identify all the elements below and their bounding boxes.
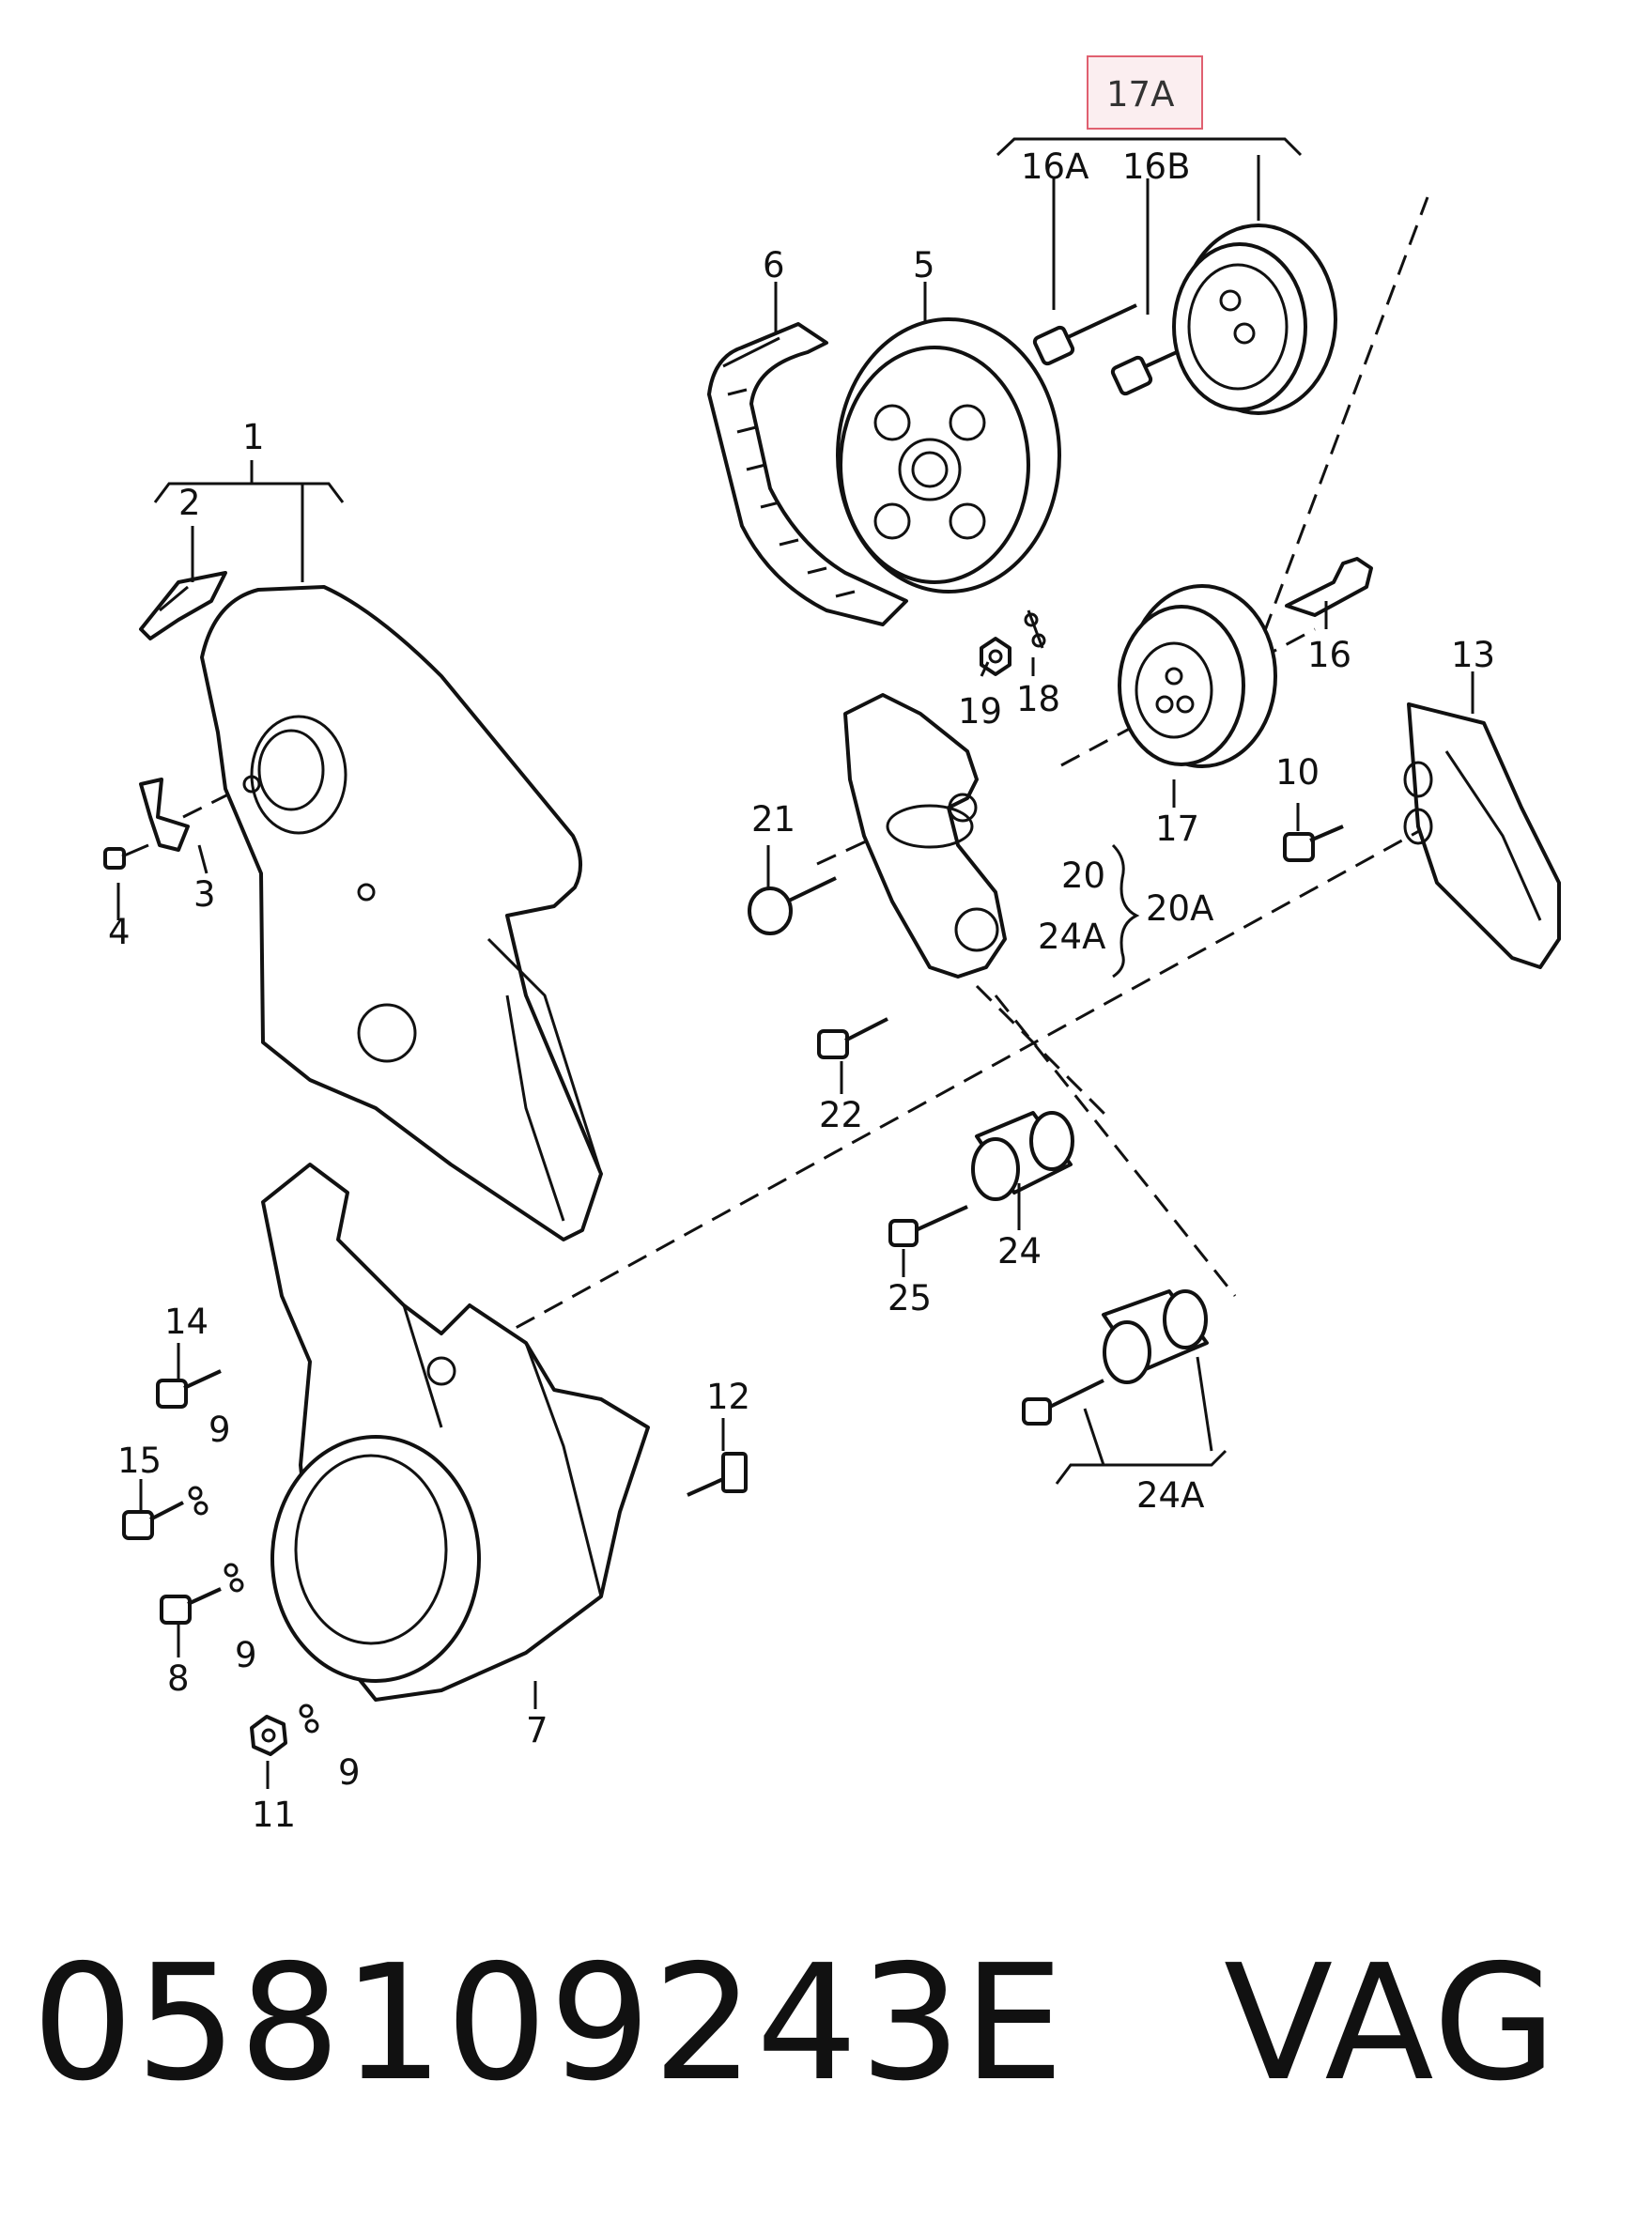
callout-3: 3	[193, 874, 216, 915]
callout-20: 20	[1061, 856, 1105, 896]
callout-6: 6	[763, 245, 785, 285]
callout-1: 1	[242, 417, 265, 457]
callout-8: 8	[167, 1658, 190, 1699]
callout-17a: 17A	[1106, 74, 1174, 115]
callout-24: 24	[997, 1231, 1042, 1272]
callout-10: 10	[1275, 752, 1320, 793]
callout-14: 14	[164, 1302, 208, 1342]
lower-timing-cover-part-7	[261, 1163, 650, 1702]
callout-7: 7	[526, 1710, 548, 1750]
bolt-part-16a	[1032, 303, 1137, 366]
bolt-part-15	[122, 1501, 184, 1540]
callout-19: 19	[958, 691, 1002, 732]
callout-24a-tensioner: 24A	[1038, 917, 1105, 957]
callout-9c: 9	[338, 1752, 361, 1793]
callout-24a-group: 24A	[1136, 1475, 1204, 1516]
bracket-part-13	[1403, 702, 1561, 969]
highlight-box-17a	[1087, 55, 1203, 130]
nut-part-19	[980, 637, 1011, 676]
part-number-caption: 058109243E VAG	[32, 1916, 1629, 2132]
callout-21: 21	[751, 799, 795, 840]
callout-16: 16	[1307, 635, 1351, 675]
stud-part-16	[1285, 557, 1373, 617]
callout-labels: 1 2 3 4 6 5 17A 16A 16B 16 13 18 19 17 1…	[108, 74, 1495, 1835]
bushing-assembly-24a	[1022, 1289, 1209, 1426]
callout-11: 11	[252, 1795, 296, 1835]
callout-16b: 16B	[1122, 146, 1190, 187]
bracket-part-3	[139, 778, 190, 852]
leader-lines	[116, 137, 1474, 1789]
tensioner-pulley-part-17a	[1172, 224, 1337, 415]
brand-name: VAG	[1223, 1931, 1559, 2117]
bolt-part-21	[748, 876, 837, 935]
callout-18: 18	[1016, 679, 1060, 719]
bolt-part-8	[160, 1587, 222, 1625]
upper-timing-cover	[200, 585, 603, 1241]
callout-13: 13	[1451, 635, 1495, 675]
callout-15: 15	[117, 1441, 162, 1481]
idler-pulley-part-17	[1118, 584, 1277, 768]
callout-5: 5	[913, 245, 935, 285]
timing-belt-part-6	[707, 322, 908, 626]
tensioner-assembly-part-20	[843, 693, 1007, 979]
callout-4: 4	[108, 912, 131, 952]
bolt-part-12	[687, 1452, 748, 1497]
callout-12: 12	[706, 1377, 750, 1417]
bolt-part-25	[888, 1205, 968, 1247]
callout-2: 2	[178, 483, 201, 523]
bushing-part-24	[971, 1111, 1074, 1201]
callout-25: 25	[888, 1278, 932, 1318]
camshaft-gear-part-5	[836, 317, 1061, 594]
bolt-part-22	[817, 1017, 888, 1059]
retaining-clip-part-2	[139, 571, 227, 640]
bolt-part-4	[103, 843, 149, 870]
part-number: 058109243E	[32, 1931, 1066, 2117]
washers-part-9	[188, 1486, 319, 1734]
callout-20a: 20A	[1146, 888, 1213, 929]
washer-part-18	[1024, 609, 1046, 649]
callout-9a: 9	[208, 1410, 231, 1450]
callout-9b: 9	[235, 1635, 257, 1675]
callout-22: 22	[819, 1095, 863, 1135]
bolt-part-10	[1283, 825, 1344, 862]
bolt-part-14	[156, 1369, 222, 1409]
nut-part-11	[250, 1715, 287, 1756]
callout-16a: 16A	[1021, 146, 1088, 187]
callout-17: 17	[1155, 809, 1199, 849]
